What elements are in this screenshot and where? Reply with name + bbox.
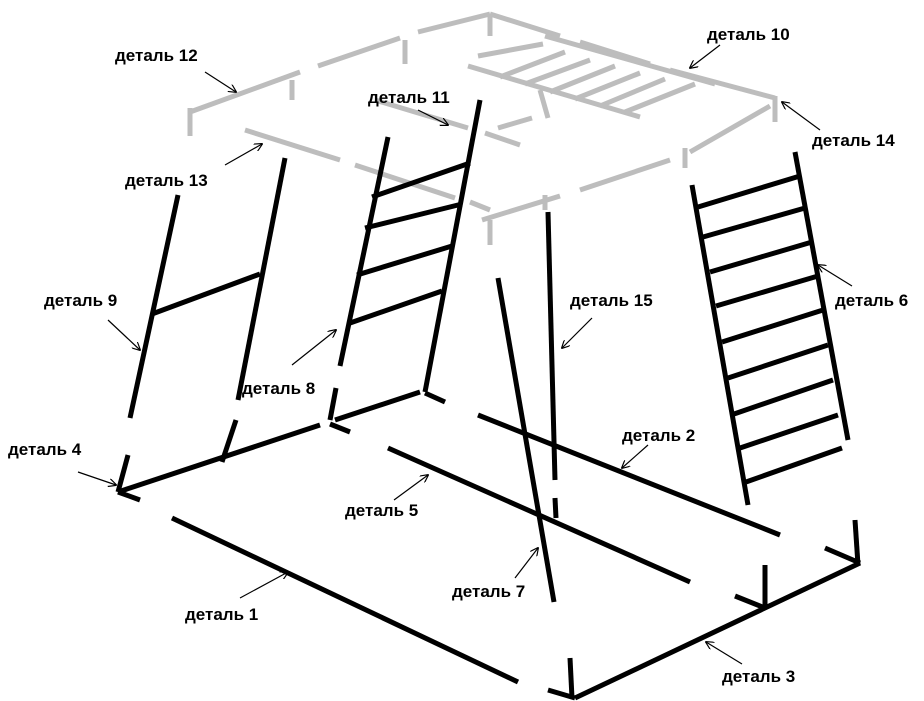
part-12-top-beam (187, 11, 491, 136)
top-frame (187, 11, 778, 245)
part-13-top-beam (244, 127, 493, 245)
leader-8 (291, 330, 336, 366)
label-part-7: деталь 7 (452, 582, 525, 601)
black-frame (115, 99, 862, 701)
part-11-middle-crossbar (374, 89, 551, 148)
label-part-2: деталь 2 (622, 426, 695, 445)
leader-14 (782, 102, 821, 131)
label-part-9: деталь 9 (44, 291, 117, 310)
part-8-ladder (327, 99, 483, 421)
part-7-brace (495, 277, 557, 603)
label-part-10: деталь 10 (707, 25, 790, 44)
label-part-12: деталь 12 (115, 46, 198, 65)
part-9-side-frame (115, 157, 288, 493)
part-15-post (545, 211, 559, 519)
leader-5 (393, 475, 428, 501)
part-1-base-beam (117, 489, 576, 701)
label-part-15: деталь 15 (570, 291, 653, 310)
leader-4 (77, 471, 116, 485)
front-right-top-beam (481, 103, 772, 223)
label-part-8: деталь 8 (242, 379, 315, 398)
part-4-base-beam (117, 389, 421, 495)
leader-arrows (77, 44, 853, 665)
leader-12 (204, 71, 236, 92)
leader-9 (107, 319, 140, 350)
leader-6 (818, 265, 853, 287)
label-part-14: деталь 14 (812, 131, 895, 150)
leader-10 (690, 44, 721, 68)
label-part-5: деталь 5 (345, 501, 418, 520)
leader-2 (622, 444, 649, 468)
label-part-3: деталь 3 (722, 667, 795, 686)
part-3-base-beam (573, 560, 862, 701)
label-part-1: деталь 1 (185, 605, 258, 624)
part-2-base-beam (423, 390, 861, 566)
label-part-4: деталь 4 (8, 440, 82, 459)
leader-15 (562, 317, 593, 348)
leader-3 (706, 642, 743, 665)
leader-1 (239, 572, 288, 599)
leader-7 (514, 548, 538, 579)
part-labels: деталь 12 деталь 10 деталь 11 деталь 14 … (8, 25, 908, 686)
label-part-6: деталь 6 (835, 291, 908, 310)
leader-11 (417, 109, 448, 125)
label-part-11: деталь 11 (368, 88, 450, 107)
leader-13 (224, 144, 262, 166)
part-10-top-ladder (467, 33, 716, 120)
part-5-base-beam (329, 421, 766, 611)
label-part-13: деталь 13 (125, 171, 208, 190)
part-6-ladder (689, 151, 861, 566)
